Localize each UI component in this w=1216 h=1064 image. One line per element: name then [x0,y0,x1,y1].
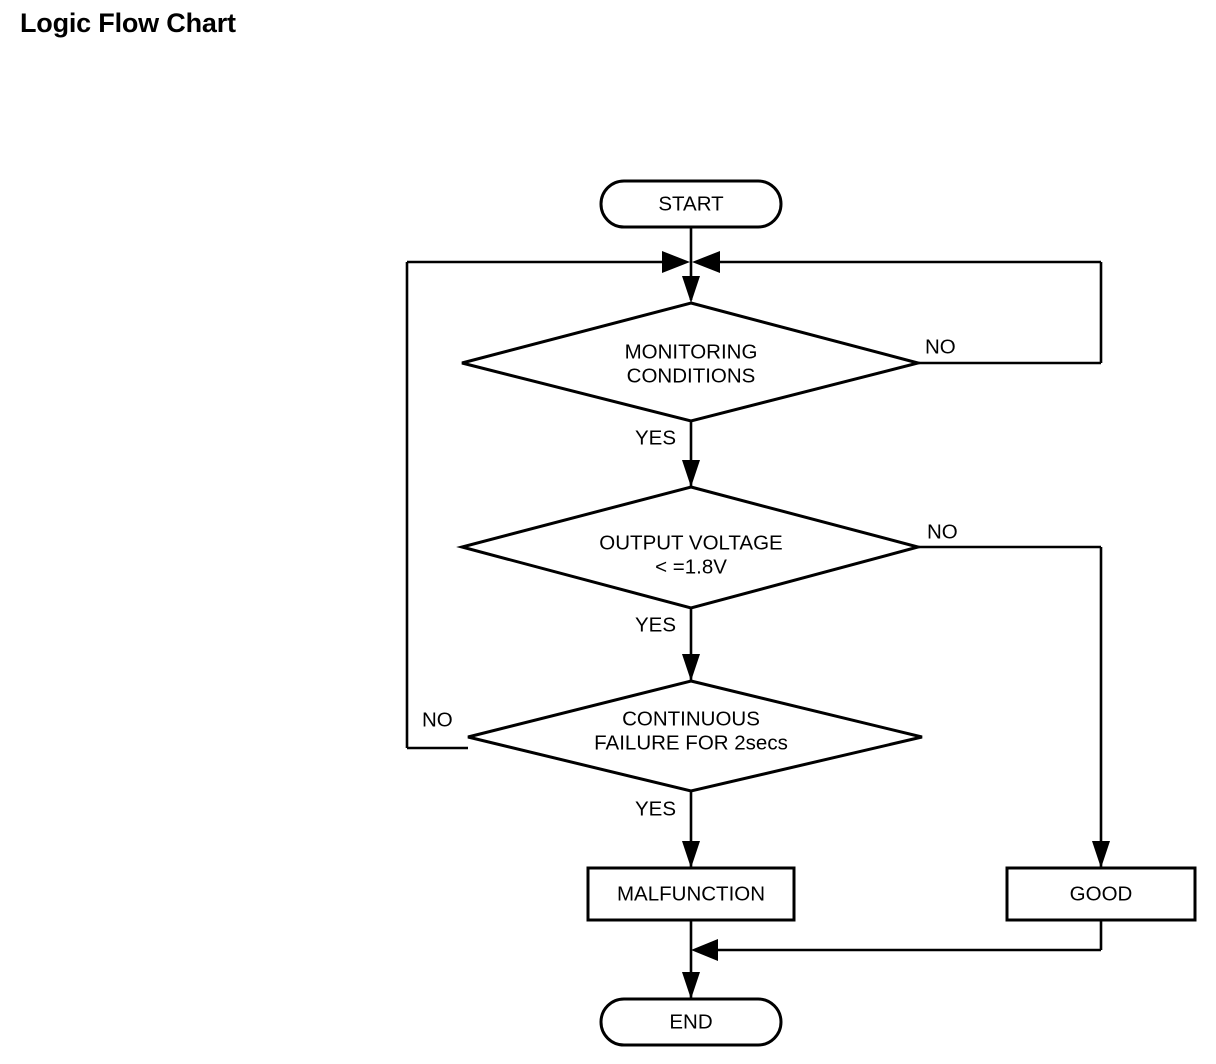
arrowhead-into-good [1092,841,1110,868]
node-good[interactable] [1005,866,1197,922]
arrowhead-into-end [682,972,700,999]
edge-label-voltage-yes: YES [635,613,676,636]
arrowhead-left-loopback-into-junction [662,251,690,273]
node-start-label: START [658,192,724,215]
node-monitoring-label-line2: CONDITIONS [627,364,756,387]
edge-label-monitoring-yes: YES [635,426,676,449]
page-title: Logic Flow Chart [20,8,236,38]
node-malfunction[interactable] [586,866,796,922]
edge-label-continuous-no: NO [422,708,453,731]
node-output-voltage[interactable] [456,485,924,610]
node-start[interactable] [599,179,783,229]
node-continuous-failure[interactable] [467,679,923,793]
arrowhead-into-voltage [682,460,700,487]
edge-label-continuous-yes: YES [635,797,676,820]
node-continuous-label-line1: CONTINUOUS [622,707,760,730]
edge-label-voltage-no: NO [927,520,958,543]
node-malfunction-label: MALFUNCTION [617,882,765,905]
node-monitoring-label-line1: MONITORING [625,340,758,363]
node-end[interactable] [599,997,783,1047]
node-end-label: END [669,1010,712,1033]
arrowhead-into-monitoring [682,276,700,303]
arrowhead-good-merge-into-end-line [691,939,718,961]
node-voltage-label-line1: OUTPUT VOLTAGE [599,531,782,554]
node-monitoring-conditions[interactable] [461,301,924,423]
edge-label-monitoring-no: NO [925,335,956,358]
node-good-label: GOOD [1070,882,1133,905]
arrowhead-into-malfunction [682,841,700,868]
node-continuous-label-line2: FAILURE FOR 2secs [594,731,788,754]
arrowhead-into-continuous [682,654,700,681]
node-voltage-label-line2: < =1.8V [655,555,727,578]
arrowhead-right-loopback-into-junction [692,251,720,273]
